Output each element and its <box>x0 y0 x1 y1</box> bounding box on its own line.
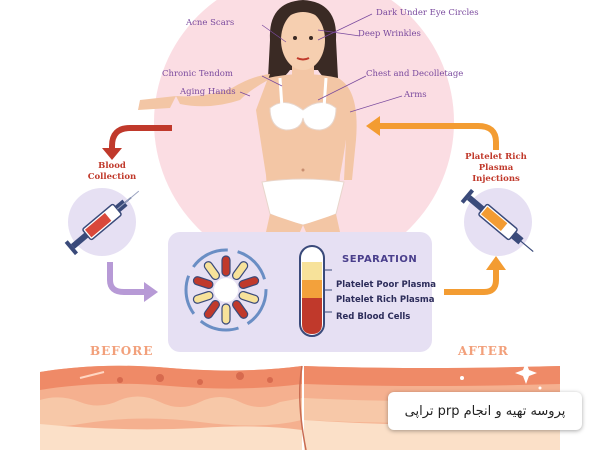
orange-arrow-top <box>366 116 499 150</box>
centrifuge-tube <box>238 276 260 290</box>
centrifuge-tube <box>203 261 221 281</box>
centrifuge-tube <box>192 290 214 304</box>
layer-platelet-poor-plasma: Platelet Poor Plasma <box>336 280 436 290</box>
label-chronic-tendom: Chronic Tendom <box>162 69 233 79</box>
syringe-icon-right <box>460 188 534 253</box>
syringe-icon-left <box>64 190 140 256</box>
label-chest-decolletage: Chest and Decolletage <box>366 69 463 79</box>
orange-arrow-bottom <box>444 256 506 295</box>
label-pointers <box>239 13 403 113</box>
label-dark-under-eye-circles: Dark Under Eye Circles <box>376 8 479 18</box>
before-label: BEFORE <box>90 344 153 358</box>
left-syringe <box>64 188 140 256</box>
label-arms: Arms <box>403 90 427 100</box>
centrifuge-tube <box>231 299 249 319</box>
centrifuge-tube <box>192 276 214 290</box>
after-label: AFTER <box>457 344 509 358</box>
centrifuge-tube <box>203 299 221 319</box>
centrifuge-tube <box>231 261 249 281</box>
label-platelet-rich: Platelet Rich <box>465 152 527 162</box>
separation-title: SEPARATION <box>342 254 417 265</box>
label-blood: Blood <box>98 161 126 171</box>
red-arrow <box>102 125 172 160</box>
label-plasma: Plasma <box>479 163 514 173</box>
centrifuge-tube <box>221 303 231 325</box>
layer-red-blood-cells: Red Blood Cells <box>336 312 410 322</box>
separation-panel: SEPARATION Platelet Poor Plasma Platelet… <box>168 232 436 352</box>
caption-text: پروسه تهیه و انجام prp تراپی <box>404 403 566 419</box>
sparkle-icon <box>460 362 542 390</box>
centrifuge-tube <box>238 290 260 304</box>
label-collection: Collection <box>88 172 136 182</box>
woman-figure <box>138 0 357 232</box>
label-aging-hands: Aging Hands <box>179 87 236 97</box>
centrifuge-icon <box>184 248 268 332</box>
caption-box: پروسه تهیه و انجام prp تراپی <box>388 392 582 430</box>
purple-arrow <box>107 262 158 302</box>
label-acne-scars: Acne Scars <box>185 18 234 28</box>
label-deep-wrinkles: Deep Wrinkles <box>358 29 421 39</box>
right-syringe <box>460 188 534 256</box>
layer-platelet-rich-plasma: Platelet Rich Plasma <box>336 295 435 305</box>
centrifuge-tube <box>221 255 231 277</box>
label-injections: Injections <box>472 174 520 184</box>
test-tube-icon <box>299 245 332 337</box>
